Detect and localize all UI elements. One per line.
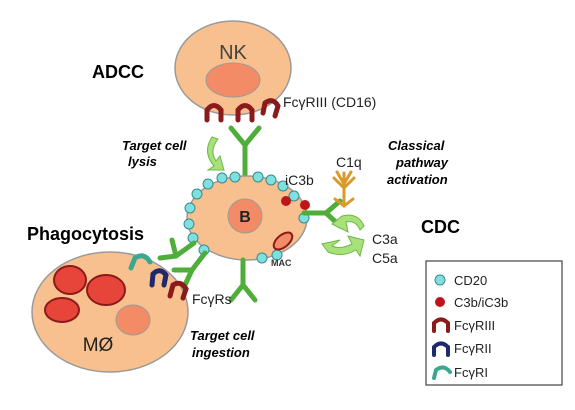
cd20-dot [183,218,195,230]
cd20-dot [252,171,264,183]
target-cell-lysis-label-line2: lysis [128,154,157,169]
nk-fcgr3-receptors [204,98,281,123]
c3b-dot [300,200,310,210]
cd20-dot [277,180,289,192]
cd20-dot [202,178,214,190]
legend-label-fcgr2: FcγRII [454,341,492,356]
fcgrs-label: FcγRs [192,291,232,307]
antibody-bottom [228,257,258,303]
cd20-dot [216,172,228,184]
antibody-nk-b [228,125,262,179]
cd20-dot [256,252,268,264]
fcgr3-cd16-label: FcγRIII (CD16) [283,94,376,110]
target-cell-ingestion-label-line1: Target cell [190,328,255,343]
nk-nucleus [205,62,261,98]
macrophage-label: MØ [83,335,114,356]
classical-pathway-label-line1: Classical [388,138,445,153]
legend-label-cd20: CD20 [454,273,487,288]
c3b-legend-icon [435,297,445,307]
vesicle [86,274,126,306]
classical-pathway-label-line3: activation [387,172,448,187]
fcgr2-legend-icon [432,341,450,357]
macrophage-nucleus [115,304,151,336]
cd20-dot [191,188,203,200]
cd20-dot [265,174,277,186]
b-label: B [239,209,251,226]
adcc-label: ADCC [92,62,144,82]
fcgr1-receptor [128,253,153,271]
cd20-dot [229,171,241,183]
cdc-arrows [321,214,365,258]
c3a-label: C3a [372,231,398,247]
target-cell-ingestion-label-line2: ingestion [192,345,250,360]
macrophage-vesicles [44,265,126,323]
fcgr3-legend-icon [432,317,450,333]
nk-label: NK [219,42,247,64]
mac-pore [272,231,294,251]
phagocytosis-label: Phagocytosis [27,224,144,244]
legend-label-fcgr3: FcγRIII [454,318,495,333]
classical-pathway-label-line2: pathway [395,155,449,170]
cd20-dot [184,202,196,214]
fcgr1-legend-icon [432,365,452,380]
legend: CD20 C3b/iC3b FcγRIII FcγRII FcγRI [425,260,563,386]
lysis-curved-arrow [206,136,225,171]
legend-label-c3b: C3b/iC3b [454,295,508,310]
c3b-dot [281,196,291,206]
mac-label: MAC [271,258,292,268]
vesicle [53,265,87,295]
target-cell-lysis-label-line1: Target cell [122,138,187,153]
fcgr3-receptor-macrophage [167,280,189,301]
legend-label-fcgr1: FcγRI [454,365,488,380]
b-nucleus [227,198,263,234]
cd20-dot [288,190,300,202]
c5a-label: C5a [372,250,398,266]
fcgr2-receptor [149,268,169,288]
vesicle [44,297,80,323]
c1q-label: C1q [336,154,362,170]
c1q-molecule [332,170,356,208]
ic3b-label: iC3b [285,172,314,188]
cd20-legend-icon [434,274,446,286]
cdc-label: CDC [421,217,460,237]
c3b-dots [281,196,310,210]
